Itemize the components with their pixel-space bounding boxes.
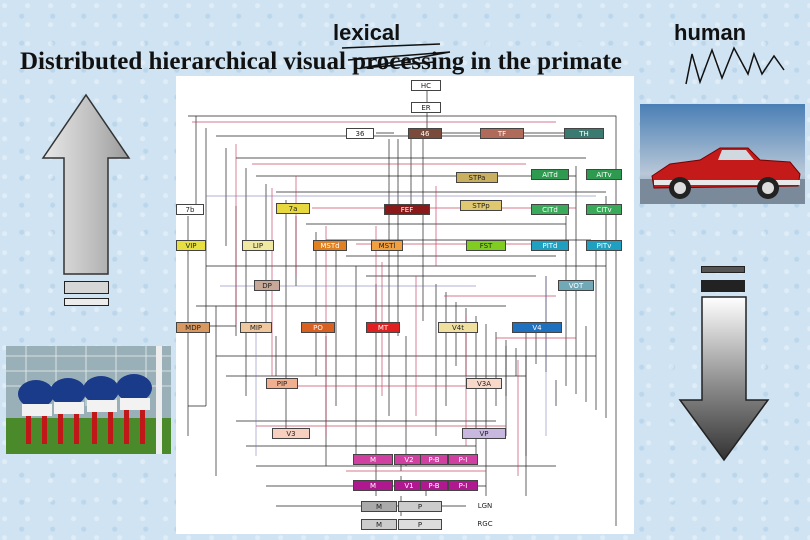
level-bar (701, 266, 745, 273)
scribble-lexical (341, 43, 451, 69)
car-photo (640, 104, 805, 204)
down-arrow-icon (678, 296, 770, 462)
area-node-stpp: STPp (460, 200, 502, 211)
level-bar (64, 281, 109, 294)
area-node-rgc: RGC (470, 519, 500, 530)
area-node-fst: FST (466, 240, 506, 251)
slide-title: Distributed hierarchical visual processi… (20, 48, 622, 75)
area-node-7a: 7a (276, 203, 310, 214)
area-node-36: 36 (346, 128, 374, 139)
area-node-pip: PIP (266, 378, 298, 389)
area-node-v3: V3 (272, 428, 310, 439)
area-node-citv: CITv (586, 204, 622, 215)
annotation-lexical: lexical (333, 20, 401, 45)
area-node-mip: MIP (240, 322, 272, 333)
area-node-vp: VP (462, 428, 506, 439)
area-node-vot: VOT (558, 280, 594, 291)
area-node-po: PO (301, 322, 335, 333)
area-node-v2m: M (353, 454, 393, 465)
level-bar (64, 298, 109, 306)
football-photo (6, 346, 171, 454)
area-node-v1pi: P-I (448, 480, 478, 491)
area-node-v4t: V4t (438, 322, 478, 333)
area-node-mt: MT (366, 322, 400, 333)
area-node-lgnp: P (398, 501, 442, 512)
area-node-v3a: V3A (466, 378, 502, 389)
area-node-lgnm: M (361, 501, 397, 512)
area-node-vip: VIP (176, 240, 206, 251)
area-node-v1m: M (353, 480, 393, 491)
area-node-fef: FEF (384, 204, 430, 215)
area-node-tf: TF (480, 128, 524, 139)
area-node-dp: DP (254, 280, 280, 291)
area-node-mstd: MSTd (313, 240, 347, 251)
area-node-th: TH (564, 128, 604, 139)
area-node-pitv: PITv (586, 240, 622, 251)
area-node-lgn: LGN (470, 501, 500, 512)
area-node-7b: 7b (176, 204, 204, 215)
area-node-rgcm: M (361, 519, 397, 530)
annotation-human: human (674, 20, 747, 45)
area-node-stpa: STPa (456, 172, 498, 183)
area-node-aitd: AITd (531, 169, 569, 180)
area-node-v2pi: P-I (448, 454, 478, 465)
level-bar (701, 280, 745, 292)
area-node-mdp: MDP (176, 322, 210, 333)
area-node-aitv: AITv (586, 169, 622, 180)
up-arrow-icon (41, 93, 131, 275)
area-node-hc: HC (411, 80, 441, 91)
visual-hierarchy-diagram: HC ER 36 46 TF TH STPa AITd AITv 7b 7a FEF STPp CITd C… (176, 76, 634, 534)
area-node-v4: V4 (512, 322, 562, 333)
area-node-rgcp: P (398, 519, 442, 530)
area-node-pitd: PITd (531, 240, 569, 251)
area-node-er: ER (411, 102, 441, 113)
scribble-human (685, 46, 785, 85)
area-node-lip: LIP (242, 240, 274, 251)
area-node-46: 46 (408, 128, 442, 139)
area-node-mstl: MSTl (371, 240, 403, 251)
area-node-citd: CITd (531, 204, 569, 215)
area-node-v1pb: P-B (420, 480, 448, 491)
area-node-v2pb: P-B (420, 454, 448, 465)
